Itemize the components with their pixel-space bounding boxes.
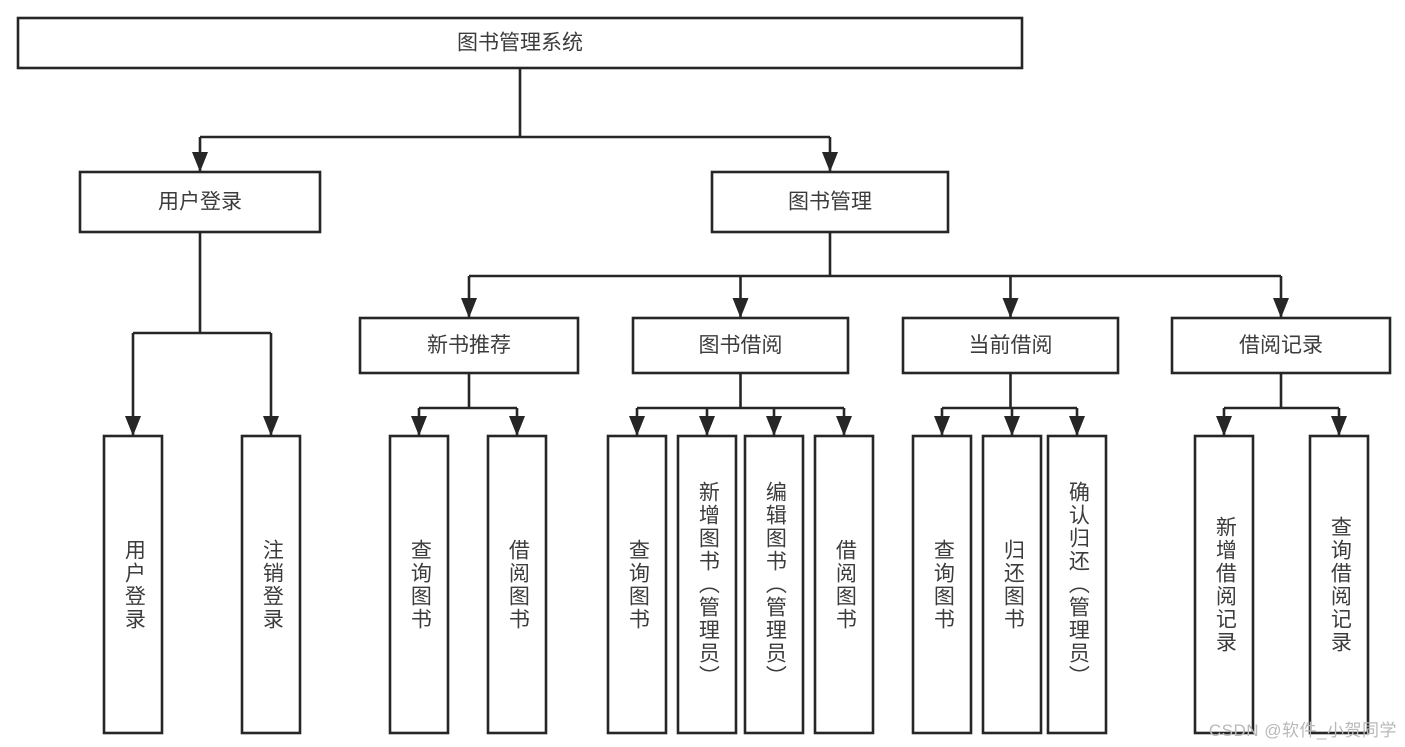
node-label-borrow-record: 借阅记录: [1239, 334, 1323, 357]
connector-lines: [125, 68, 1347, 436]
arrow-head-icon: [766, 416, 782, 436]
arrow-head-icon: [1331, 416, 1347, 436]
node-box-leaf-borrow-book[interactable]: [813, 434, 875, 735]
node-box-leaf-logout-login[interactable]: [240, 434, 302, 735]
arrow-head-icon: [192, 152, 208, 172]
arrow-head-icon: [822, 152, 838, 172]
arrow-head-icon: [629, 416, 645, 436]
arrow-head-icon: [1069, 416, 1085, 436]
node-box-book-borrow[interactable]: [631, 316, 850, 375]
node-box-new-book-recommend[interactable]: [358, 316, 580, 375]
node-boxes: [16, 16, 1392, 735]
node-box-leaf-borrow-book-recommend[interactable]: [486, 434, 548, 735]
node-box-leaf-edit-book-admin[interactable]: [743, 434, 805, 735]
node-box-leaf-query-borrow-record[interactable]: [1308, 434, 1370, 735]
arrow-head-icon: [1002, 298, 1019, 318]
node-box-leaf-query-book-current[interactable]: [911, 434, 973, 735]
node-label-user-login: 用户登录: [158, 191, 242, 214]
arrow-head-icon: [263, 416, 279, 436]
arrow-head-icon: [509, 416, 525, 436]
node-label-current-borrow: 当前借阅: [969, 334, 1053, 357]
node-box-borrow-record[interactable]: [1170, 316, 1392, 375]
node-box-leaf-query-book-recommend[interactable]: [388, 434, 450, 735]
arrow-head-icon: [732, 298, 749, 318]
arrow-head-icon: [461, 298, 477, 318]
node-box-leaf-user-login[interactable]: [102, 434, 164, 735]
node-label-new-book-recommend: 新书推荐: [427, 334, 511, 357]
arrow-head-icon: [1004, 416, 1020, 436]
arrow-head-icon: [699, 416, 715, 436]
node-box-leaf-add-book-admin[interactable]: [676, 434, 738, 735]
node-box-current-borrow[interactable]: [901, 316, 1120, 375]
node-box-leaf-return-book[interactable]: [981, 434, 1043, 735]
arrow-head-icon: [934, 416, 950, 436]
watermark-text: CSDN @软件_小贺同学: [1208, 721, 1397, 740]
node-label-root: 图书管理系统: [457, 32, 583, 55]
node-box-leaf-add-borrow-record[interactable]: [1193, 434, 1255, 735]
node-box-leaf-confirm-return-admin[interactable]: [1046, 434, 1108, 735]
arrow-head-icon: [1216, 416, 1232, 436]
node-box-leaf-query-book-borrow[interactable]: [606, 434, 668, 735]
arrow-head-icon: [411, 416, 427, 436]
node-box-user-login[interactable]: [78, 170, 322, 234]
node-label-book-management: 图书管理: [788, 191, 872, 214]
arrow-head-icon: [125, 416, 141, 436]
node-box-root[interactable]: [16, 16, 1024, 70]
node-label-book-borrow: 图书借阅: [699, 334, 783, 357]
arrow-head-icon: [1273, 298, 1289, 318]
node-box-book-management[interactable]: [710, 170, 950, 234]
arrow-head-icon: [836, 416, 852, 436]
